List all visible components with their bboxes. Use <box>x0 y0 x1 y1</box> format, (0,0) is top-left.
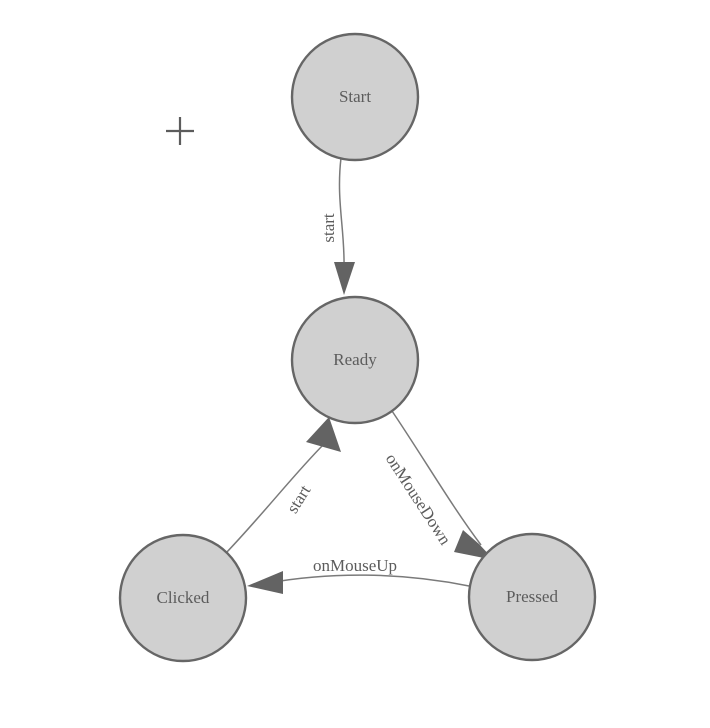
edge-clicked-to-ready[interactable]: start <box>225 417 341 554</box>
node-pressed[interactable]: Pressed <box>467 532 597 662</box>
edge-label-ready-to-pressed: onMouseDown <box>382 450 455 549</box>
edge-path-ready-to-pressed <box>391 410 482 546</box>
edge-pressed-to-clicked[interactable]: onMouseUp <box>247 556 470 594</box>
arrowhead-clicked-to-ready <box>306 417 341 452</box>
arrowhead-start-to-ready <box>334 262 355 295</box>
node-circle-pressed <box>467 532 597 662</box>
node-start[interactable]: Start <box>290 32 420 162</box>
node-label-ready: Ready <box>333 350 377 369</box>
edge-label-start-to-ready: start <box>319 213 338 243</box>
node-circle-start <box>290 32 420 162</box>
node-clicked[interactable]: Clicked <box>118 533 248 663</box>
edge-path-start-to-ready <box>338 157 345 269</box>
edge-path-clicked-to-ready <box>225 442 326 554</box>
node-label-pressed: Pressed <box>506 587 558 606</box>
edge-start-to-ready[interactable]: start <box>319 157 355 295</box>
node-label-clicked: Clicked <box>157 588 210 607</box>
edge-label-pressed-to-clicked: onMouseUp <box>313 556 397 575</box>
arrowhead-ready-to-pressed <box>454 530 494 560</box>
arrowhead-pressed-to-clicked <box>247 571 283 594</box>
node-label-start: Start <box>339 87 371 106</box>
edge-ready-to-pressed[interactable]: onMouseDown <box>382 410 494 560</box>
crosshair-icon[interactable] <box>166 117 194 145</box>
node-circle-ready <box>290 295 420 425</box>
node-circle-clicked <box>118 533 248 663</box>
edge-label-clicked-to-ready: start <box>283 481 315 516</box>
node-ready[interactable]: Ready <box>290 295 420 425</box>
edge-path-pressed-to-clicked <box>267 574 470 587</box>
